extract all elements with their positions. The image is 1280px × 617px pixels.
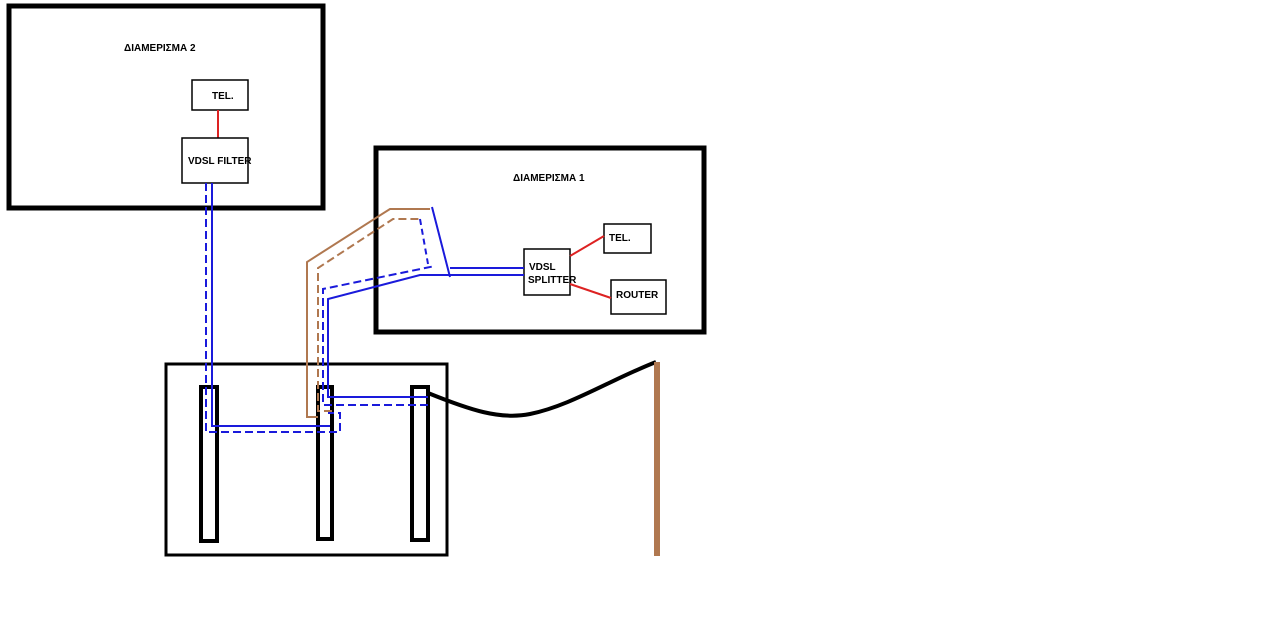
vdsl-pair-apartment-1 (322, 206, 524, 406)
vdsl-splitter-label-line2: SPLITTER (528, 275, 577, 286)
splitter-to-phone-cable (569, 235, 605, 257)
apartment-2-phone-box (191, 79, 249, 111)
apartment-2-phone-label: TEL. (212, 91, 234, 102)
vdsl-filter-label: VDSL FILTER (188, 156, 252, 167)
router-label: ROUTER (616, 290, 659, 301)
apartment-1-copper-dashed (317, 218, 420, 412)
apartment-2-vdsl-solid (211, 183, 330, 427)
apartment-1-title: ΔΙΑΜΕΡΙΣΜΑ 1 (513, 173, 585, 184)
vdsl-filter-box (181, 137, 249, 184)
copper-pair-apartment-1 (306, 208, 430, 418)
splitter-to-router-cable (569, 283, 612, 299)
apartment-1-copper-solid (306, 208, 430, 418)
apartment-1-vdsl-solid (327, 274, 524, 398)
apartment-1-border (373, 145, 707, 335)
apartment-1-vdsl-feed (431, 206, 524, 278)
apartment-1-phone-label: TEL. (609, 233, 631, 244)
apartment-1-vdsl-dashed-return (419, 218, 429, 265)
apartment-2-border (6, 3, 326, 211)
apartment-1-phone-box (603, 223, 652, 254)
vdsl-splitter-label-line1: VDSL (529, 262, 556, 273)
external-cable (427, 360, 657, 418)
terminal-strip-right (410, 385, 430, 542)
terminal-strip-middle (316, 385, 334, 541)
vdsl-pair-apartment-2 (205, 183, 341, 433)
apartment-2-title: ΔΙΑΜΕΡΙΣΜΑ 2 (124, 43, 196, 54)
terminal-strip-left (199, 385, 219, 543)
apartment-1-vdsl-dashed (322, 265, 436, 406)
vdsl-splitter-box (523, 248, 571, 296)
apartment-1: ΔΙΑΜΕΡΙΣΜΑ 1 VDSL SPLITTER TEL. ROUTER (373, 145, 707, 335)
apartment-2: ΔΙΑΜΕΡΙΣΜΑ 2 TEL. VDSL FILTER (6, 3, 326, 211)
